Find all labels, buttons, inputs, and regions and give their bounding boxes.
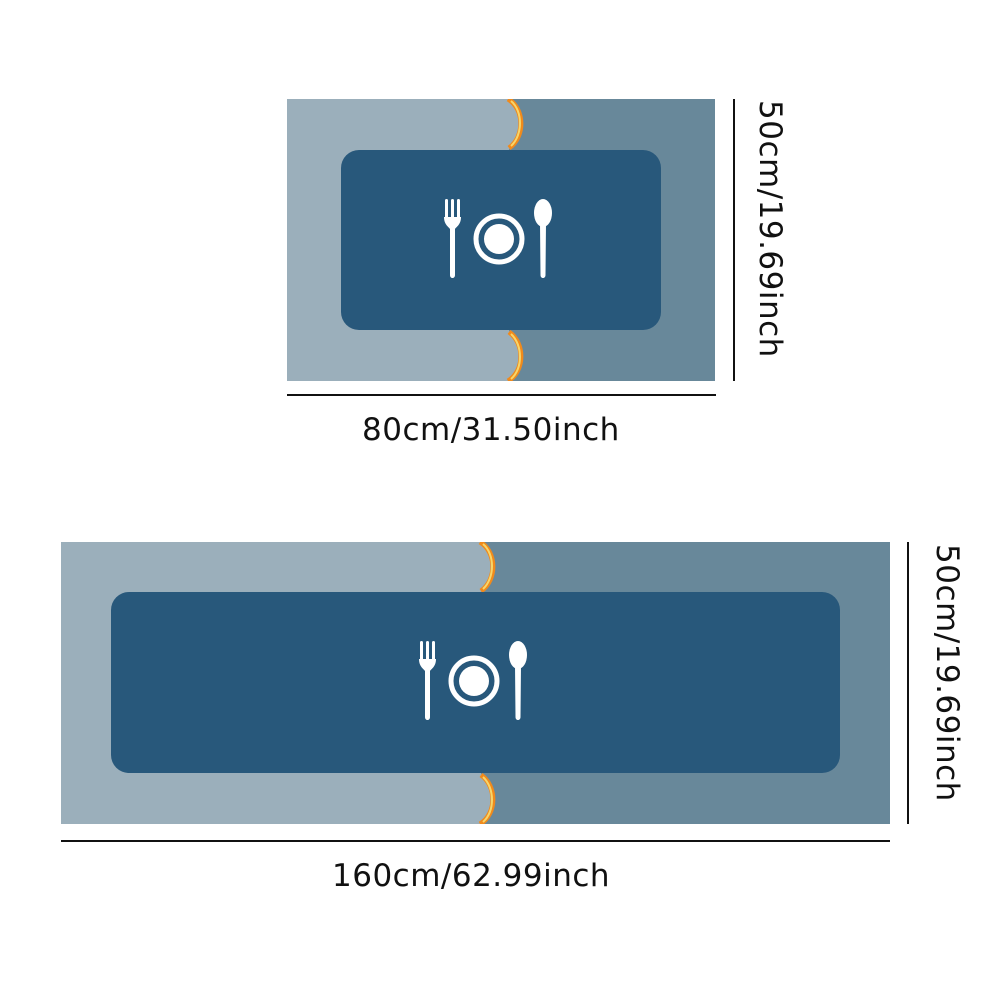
height-dimension-line bbox=[907, 542, 909, 824]
width-dimension-line bbox=[287, 394, 716, 396]
height-dimension-line bbox=[733, 99, 735, 381]
width-dimension-label: 160cm/62.99inch bbox=[332, 858, 611, 894]
height-dimension-label: 50cm/19.69inch bbox=[752, 100, 788, 358]
cutlery-plate-icon bbox=[419, 641, 527, 720]
width-dimension-line bbox=[61, 840, 890, 842]
height-dimension-label: 50cm/19.69inch bbox=[929, 544, 965, 802]
small-mat-image bbox=[287, 99, 715, 381]
cutlery-plate-icon bbox=[444, 199, 552, 278]
large-mat-image bbox=[61, 542, 890, 824]
width-dimension-label: 80cm/31.50inch bbox=[362, 412, 620, 448]
